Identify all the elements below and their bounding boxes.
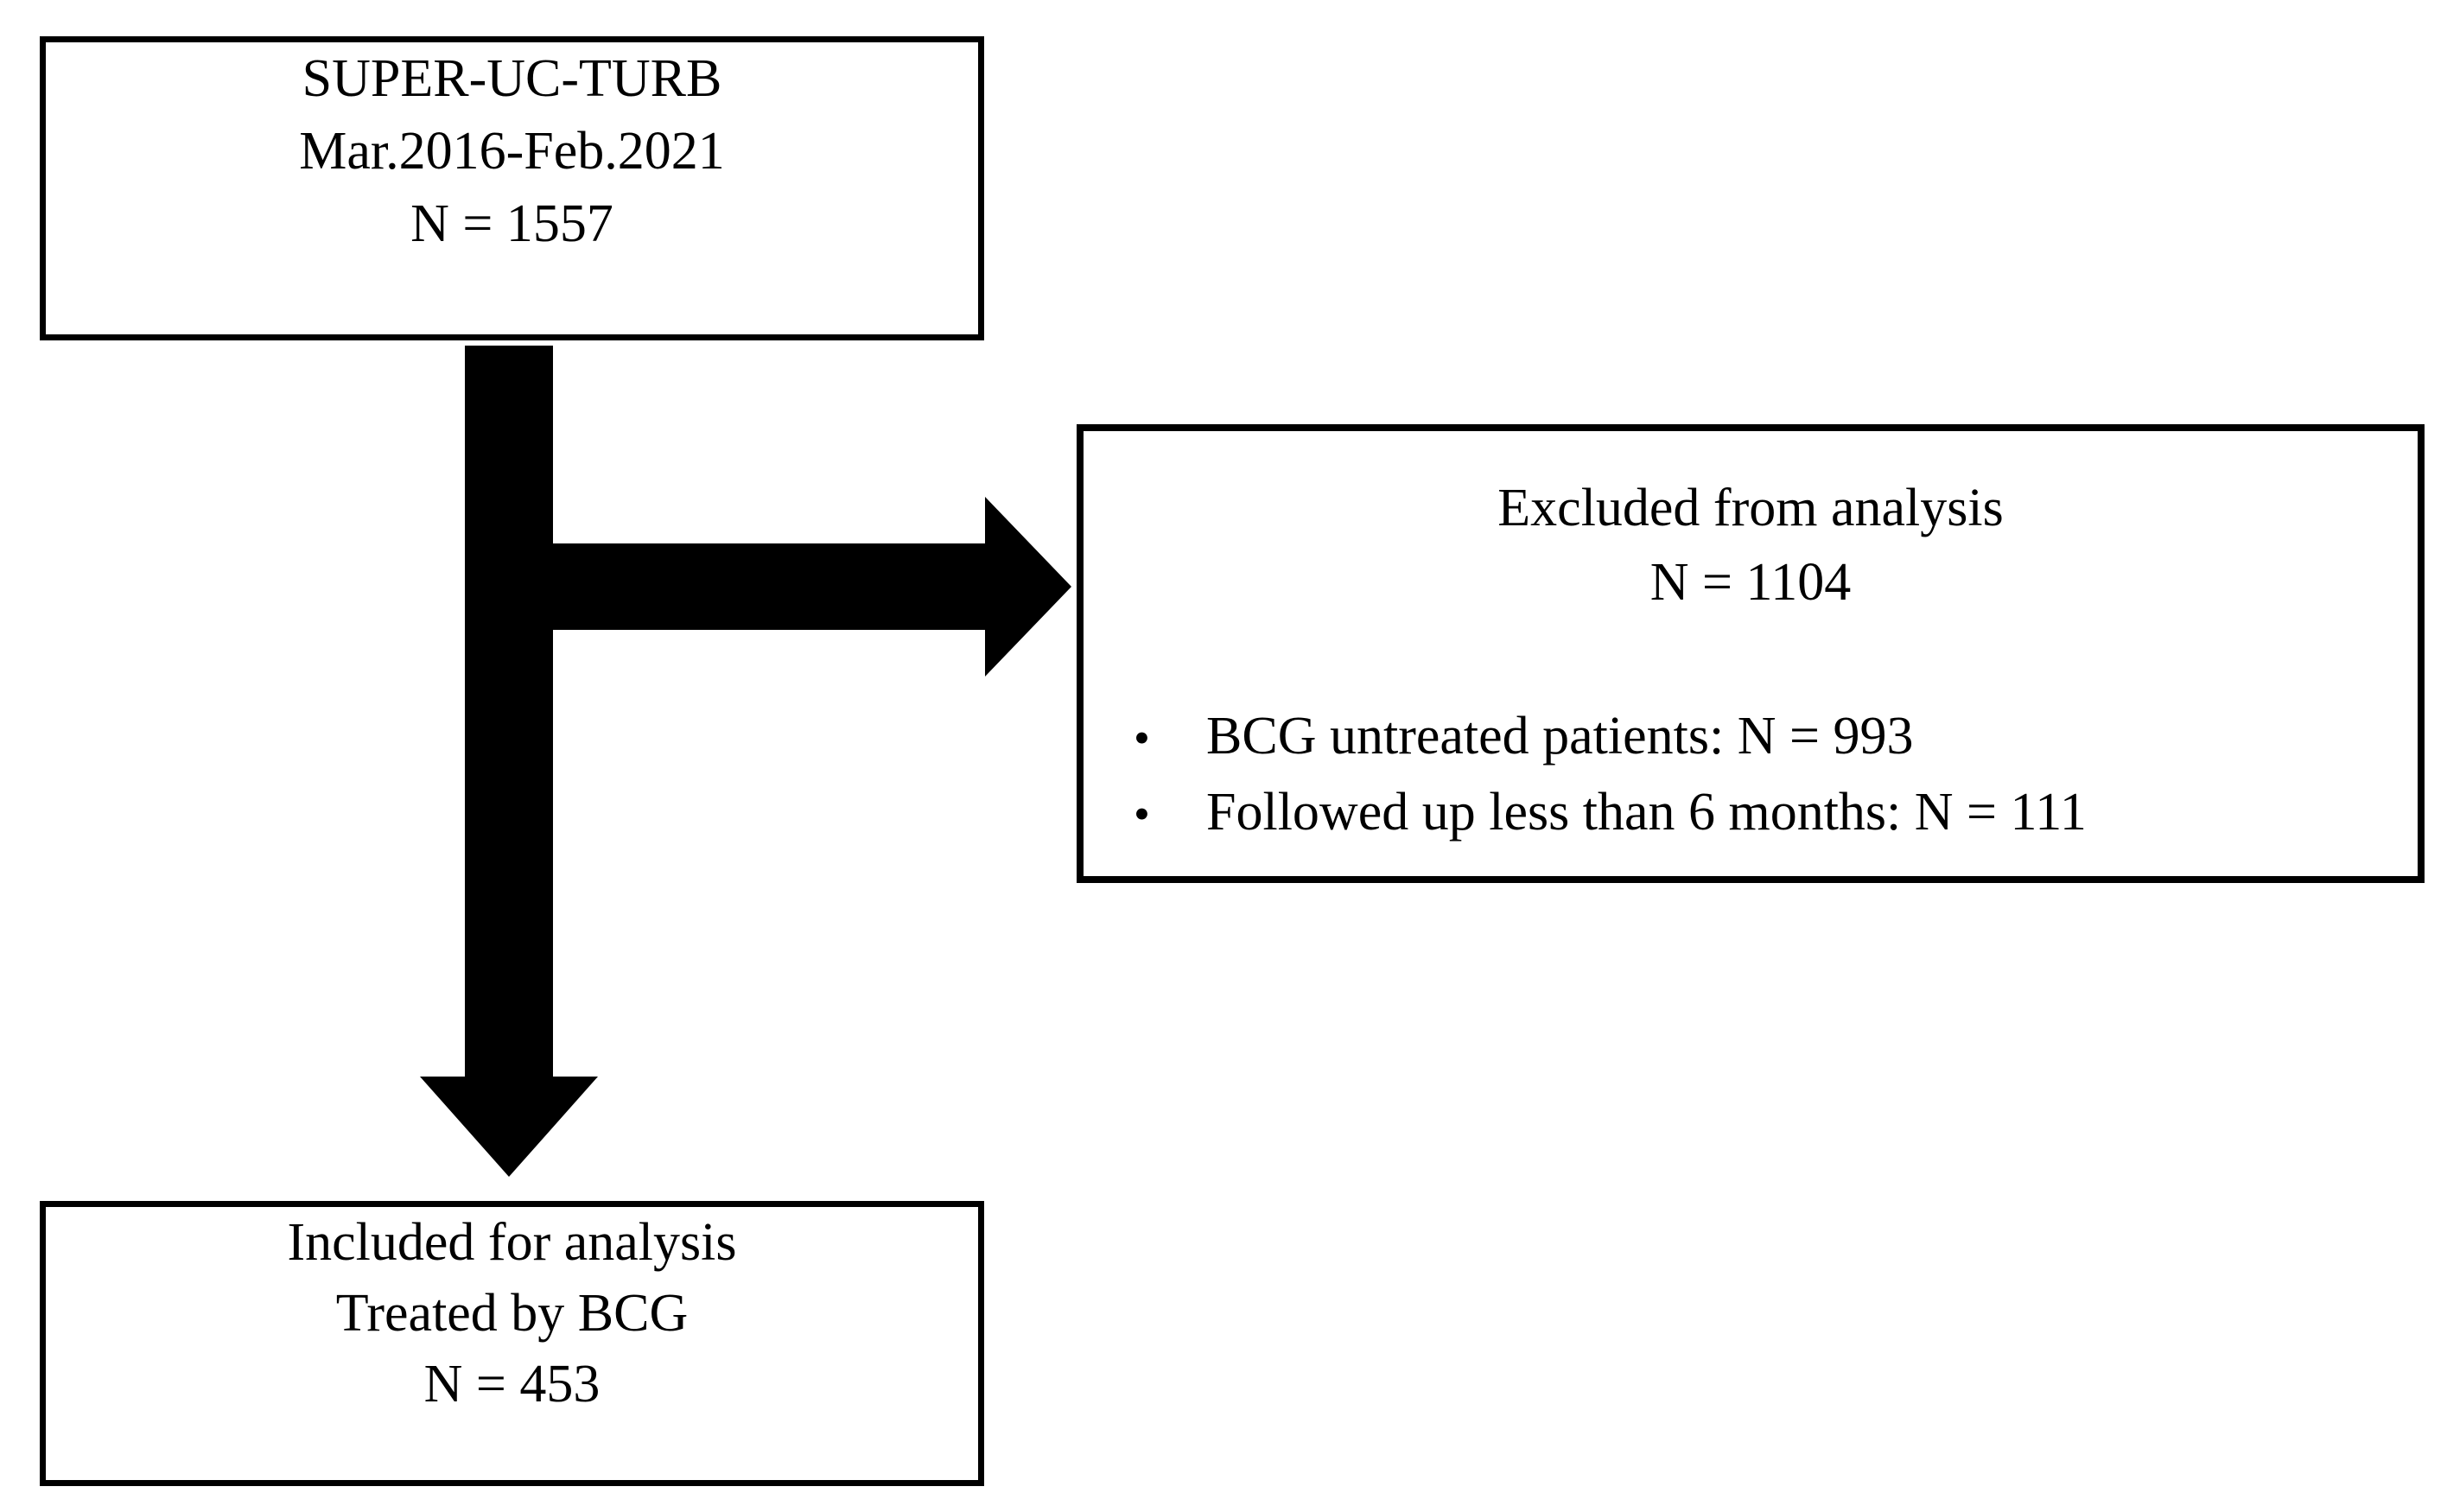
enrollment-box: SUPER-UC-TURB Mar.2016-Feb.2021 N = 1557 bbox=[40, 36, 984, 340]
down-arrow bbox=[420, 346, 598, 1177]
excluded-count: N = 1104 bbox=[1649, 553, 1852, 612]
bullet-icon: • bbox=[1134, 788, 1150, 840]
exclusion-reason-short-followup: Followed up less than 6 months: N = 111 bbox=[1206, 783, 2087, 842]
spacer-line bbox=[1084, 619, 2418, 699]
right-arrow bbox=[518, 497, 1071, 677]
included-box: Included for analysis Treated by BCG N =… bbox=[40, 1201, 984, 1486]
exclusion-bullet-item: • Followed up less than 6 months: N = 11… bbox=[1084, 775, 2418, 851]
study-title: SUPER-UC-TURB bbox=[302, 49, 722, 108]
exclusion-bullet-item: • BCG untreated patients: N = 993 bbox=[1084, 699, 2418, 775]
included-subtitle: Treated by BCG bbox=[335, 1284, 689, 1343]
exclusion-reason-bcg-untreated: BCG untreated patients: N = 993 bbox=[1206, 707, 1914, 766]
bullet-icon: • bbox=[1134, 712, 1150, 764]
included-title: Included for analysis bbox=[287, 1213, 737, 1272]
study-period: Mar.2016-Feb.2021 bbox=[299, 122, 725, 181]
enrollment-count: N = 1557 bbox=[410, 194, 613, 253]
excluded-box: Excluded from analysis N = 1104 • BCG un… bbox=[1077, 424, 2425, 883]
included-count: N = 453 bbox=[423, 1355, 601, 1414]
excluded-title: Excluded from analysis bbox=[1497, 479, 2004, 537]
